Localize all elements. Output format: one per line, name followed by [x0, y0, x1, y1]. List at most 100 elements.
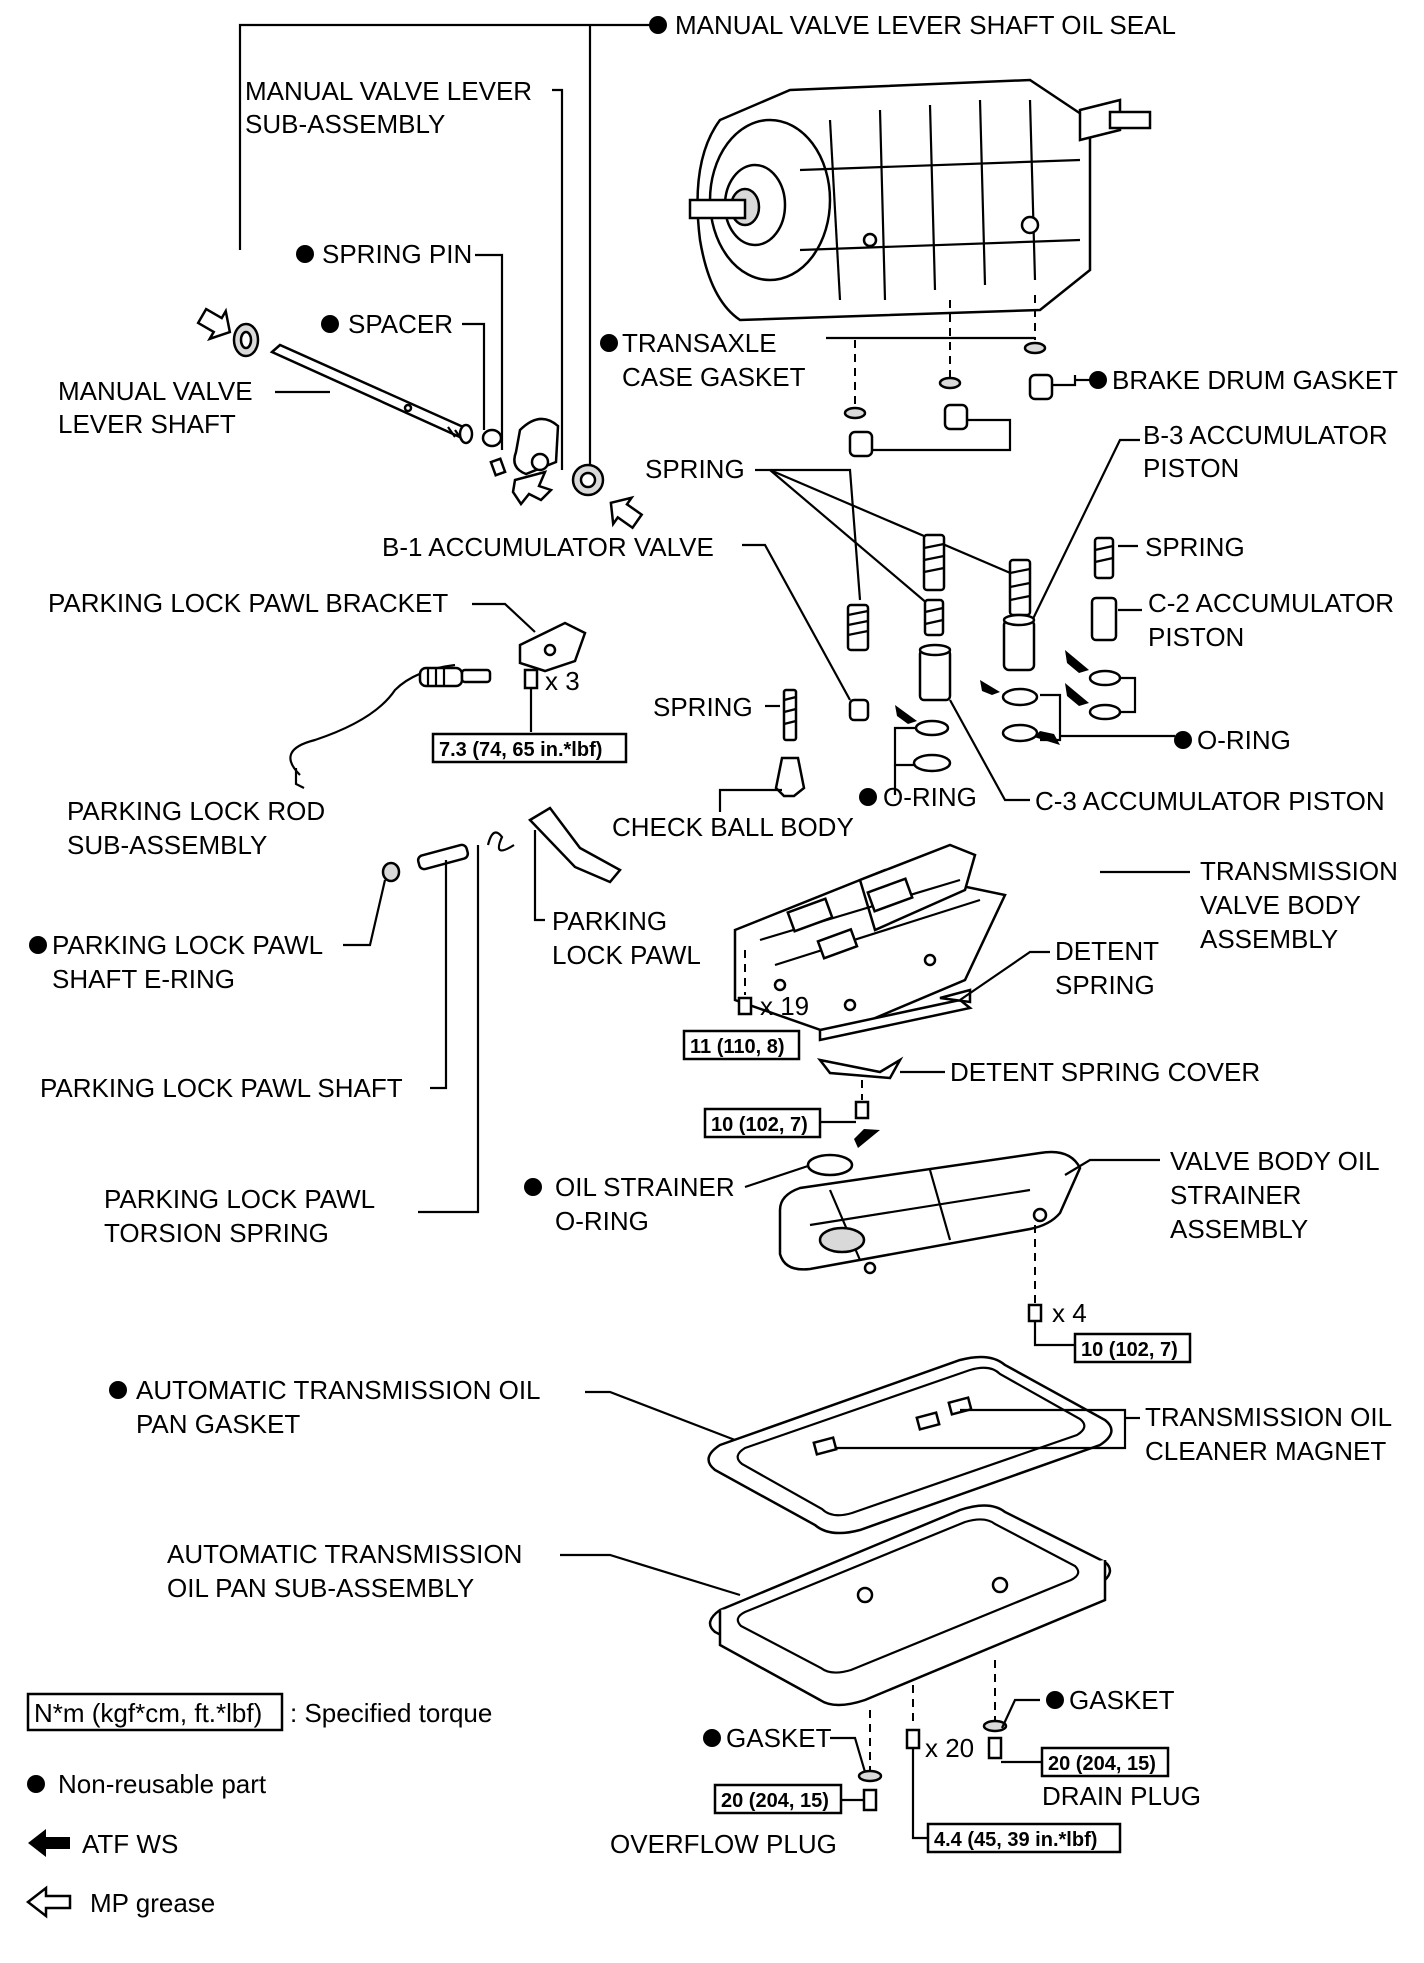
atf-arrows — [895, 650, 1089, 745]
label-strainer-1: VALVE BODY OIL — [1170, 1146, 1380, 1176]
torque-strainer: 10 (102, 7) — [1081, 1339, 1178, 1361]
oil-seal-right — [571, 463, 644, 530]
label-b3-2: PISTON — [1143, 453, 1239, 483]
label-manual-valve-lever-shaft-1: MANUAL VALVE — [58, 376, 253, 406]
legend: N*m (kgf*cm, ft.*lbf) : Specified torque… — [25, 1692, 492, 1919]
spring-2 — [922, 533, 946, 592]
label-oil-pan-2: OIL PAN SUB-ASSEMBLY — [167, 1573, 474, 1603]
legend-torque-box — [26, 1692, 284, 1732]
label-parking-lock-pawl-1: PARKING — [552, 906, 667, 936]
check-ball-spring — [774, 688, 806, 798]
atf-arrow-icon — [980, 680, 1000, 695]
pawl-parts — [381, 806, 622, 884]
label-oil-strainer-o-ring-2: O-RING — [555, 1206, 649, 1236]
manual-valve-lever-shaft — [269, 343, 474, 445]
legend-torque-box-text: N*m (kgf*cm, ft.*lbf) — [34, 1698, 262, 1728]
mp-grease-arrow-icon — [196, 307, 232, 342]
oil-pan-gasket — [707, 1355, 1113, 1535]
mp-grease-arrow-icon — [25, 1885, 72, 1919]
torque-detent-cover: 10 (102, 7) — [711, 1114, 808, 1136]
legend-non-reusable: Non-reusable part — [58, 1769, 267, 1799]
manual-valve-lever-callout: MANUAL VALVE LEVER SUB-ASSEMBLY SPRING P… — [58, 76, 564, 470]
legend-atf: ATF WS — [82, 1829, 178, 1859]
label-strainer-2: STRAINER — [1170, 1180, 1301, 1210]
springs — [846, 533, 1115, 652]
label-detent-spring-1: DETENT — [1055, 936, 1159, 966]
label-manual-valve-lever-2: SUB-ASSEMBLY — [245, 109, 445, 139]
pistons — [848, 596, 1118, 722]
label-manual-valve-lever-1: MANUAL VALVE LEVER — [245, 76, 532, 106]
label-drain-plug: DRAIN PLUG — [1042, 1781, 1201, 1811]
detent-spring-cover — [816, 1056, 904, 1080]
parking-lock-rod — [289, 663, 492, 789]
label-gasket-right: GASKET — [1069, 1685, 1175, 1715]
mp-grease-arrow-icon — [609, 495, 644, 530]
qty-oil-pan-bolts: x 20 — [925, 1733, 974, 1763]
label-o-ring-mid: O-RING — [883, 782, 977, 812]
label-spring-pin: SPRING PIN — [322, 239, 472, 269]
label-torsion-spring-2: TORSION SPRING — [104, 1218, 329, 1248]
parking-lock-pawl-bracket — [518, 621, 587, 673]
label-parking-lock-rod-1: PARKING LOCK ROD — [67, 796, 325, 826]
label-c2-1: C-2 ACCUMULATOR — [1148, 588, 1394, 618]
label-overflow-plug: OVERFLOW PLUG — [610, 1829, 837, 1859]
label-transaxle-2: CASE GASKET — [622, 362, 806, 392]
oil-strainer-o-ring — [806, 1153, 854, 1177]
spring-3 — [923, 598, 945, 637]
label-magnet-2: CLEANER MAGNET — [1145, 1436, 1386, 1466]
o-ring-right-callout: O-RING — [1040, 676, 1291, 755]
torque-bracket: 7.3 (74, 65 in.*lbf) — [439, 739, 602, 761]
label-torsion-spring-1: PARKING LOCK PAWL — [104, 1184, 375, 1214]
label-strainer-3: ASSEMBLY — [1170, 1214, 1308, 1244]
label-oil-pan-gasket-2: PAN GASKET — [136, 1409, 300, 1439]
label-parking-lock-pawl-2: LOCK PAWL — [552, 940, 701, 970]
atf-arrow-icon — [1065, 683, 1089, 706]
label-detent-spring-cover: DETENT SPRING COVER — [950, 1057, 1260, 1087]
label-magnet-1: TRANSMISSION OIL — [1145, 1402, 1392, 1432]
non-reusable-dot-icon — [27, 1775, 45, 1793]
oil-seal-callout: MANUAL VALVE LEVER SHAFT OIL SEAL — [238, 10, 1176, 470]
label-spring-check: SPRING — [653, 692, 753, 722]
torque-overflow-plug: 20 (204, 15) — [721, 1790, 829, 1812]
label-manual-valve-lever-shaft-2: LEVER SHAFT — [58, 409, 236, 439]
label-e-ring-1: PARKING LOCK PAWL — [52, 930, 323, 960]
torque-valve-body: 11 (110, 8) — [690, 1036, 785, 1058]
label-spacer: SPACER — [348, 309, 453, 339]
oil-pan — [708, 1504, 1112, 1707]
oil-seal-left — [196, 307, 260, 358]
atf-arrow-icon — [1034, 731, 1060, 745]
atf-arrow-icon — [28, 1829, 70, 1857]
label-detent-spring-2: SPRING — [1055, 970, 1155, 1000]
label-parking-lock-rod-2: SUB-ASSEMBLY — [67, 830, 267, 860]
label-valve-body-1: TRANSMISSION — [1200, 856, 1398, 886]
label-gasket-left: GASKET — [726, 1723, 832, 1753]
label-transaxle-1: TRANSAXLE — [622, 328, 777, 358]
brake-drum-gaskets: BRAKE DRUM GASKET — [848, 365, 1398, 458]
label-valve-body-2: VALVE BODY — [1200, 890, 1361, 920]
case-gaskets: TRANSAXLE CASE GASKET — [600, 295, 1047, 420]
label-check-ball-body: CHECK BALL BODY — [612, 812, 854, 842]
label-parking-lock-pawl-bracket: PARKING LOCK PAWL BRACKET — [48, 588, 448, 618]
torque-oil-pan: 4.4 (45, 39 in.*lbf) — [934, 1829, 1097, 1851]
transmission-valve-body — [733, 843, 1007, 1037]
qty-valve-body-bolts: x 19 — [760, 991, 809, 1021]
qty-bracket-bolts: x 3 — [545, 666, 580, 696]
spring-1 — [846, 603, 870, 652]
label-oil-pan-1: AUTOMATIC TRANSMISSION — [167, 1539, 522, 1569]
spring-5 — [1093, 536, 1115, 580]
legend-grease: MP grease — [90, 1888, 215, 1918]
legend-torque-text: : Specified torque — [290, 1698, 492, 1728]
detent-spring — [818, 988, 973, 1042]
label-valve-body-3: ASSEMBLY — [1200, 924, 1338, 954]
transmission-case — [688, 78, 1152, 322]
label-c3-accumulator-piston: C-3 ACCUMULATOR PISTON — [1035, 786, 1385, 816]
manual-valve-lever — [481, 417, 560, 507]
label-e-ring-2: SHAFT E-RING — [52, 964, 235, 994]
label-oil-pan-gasket-1: AUTOMATIC TRANSMISSION OIL — [136, 1375, 541, 1405]
spring-4 — [1008, 558, 1032, 617]
label-c2-2: PISTON — [1148, 622, 1244, 652]
spring-top-leaders — [755, 468, 1016, 611]
label-brake-drum-gasket: BRAKE DRUM GASKET — [1112, 365, 1398, 395]
atf-arrow-icon — [854, 1129, 880, 1148]
label-b3-1: B-3 ACCUMULATOR — [1143, 420, 1388, 450]
